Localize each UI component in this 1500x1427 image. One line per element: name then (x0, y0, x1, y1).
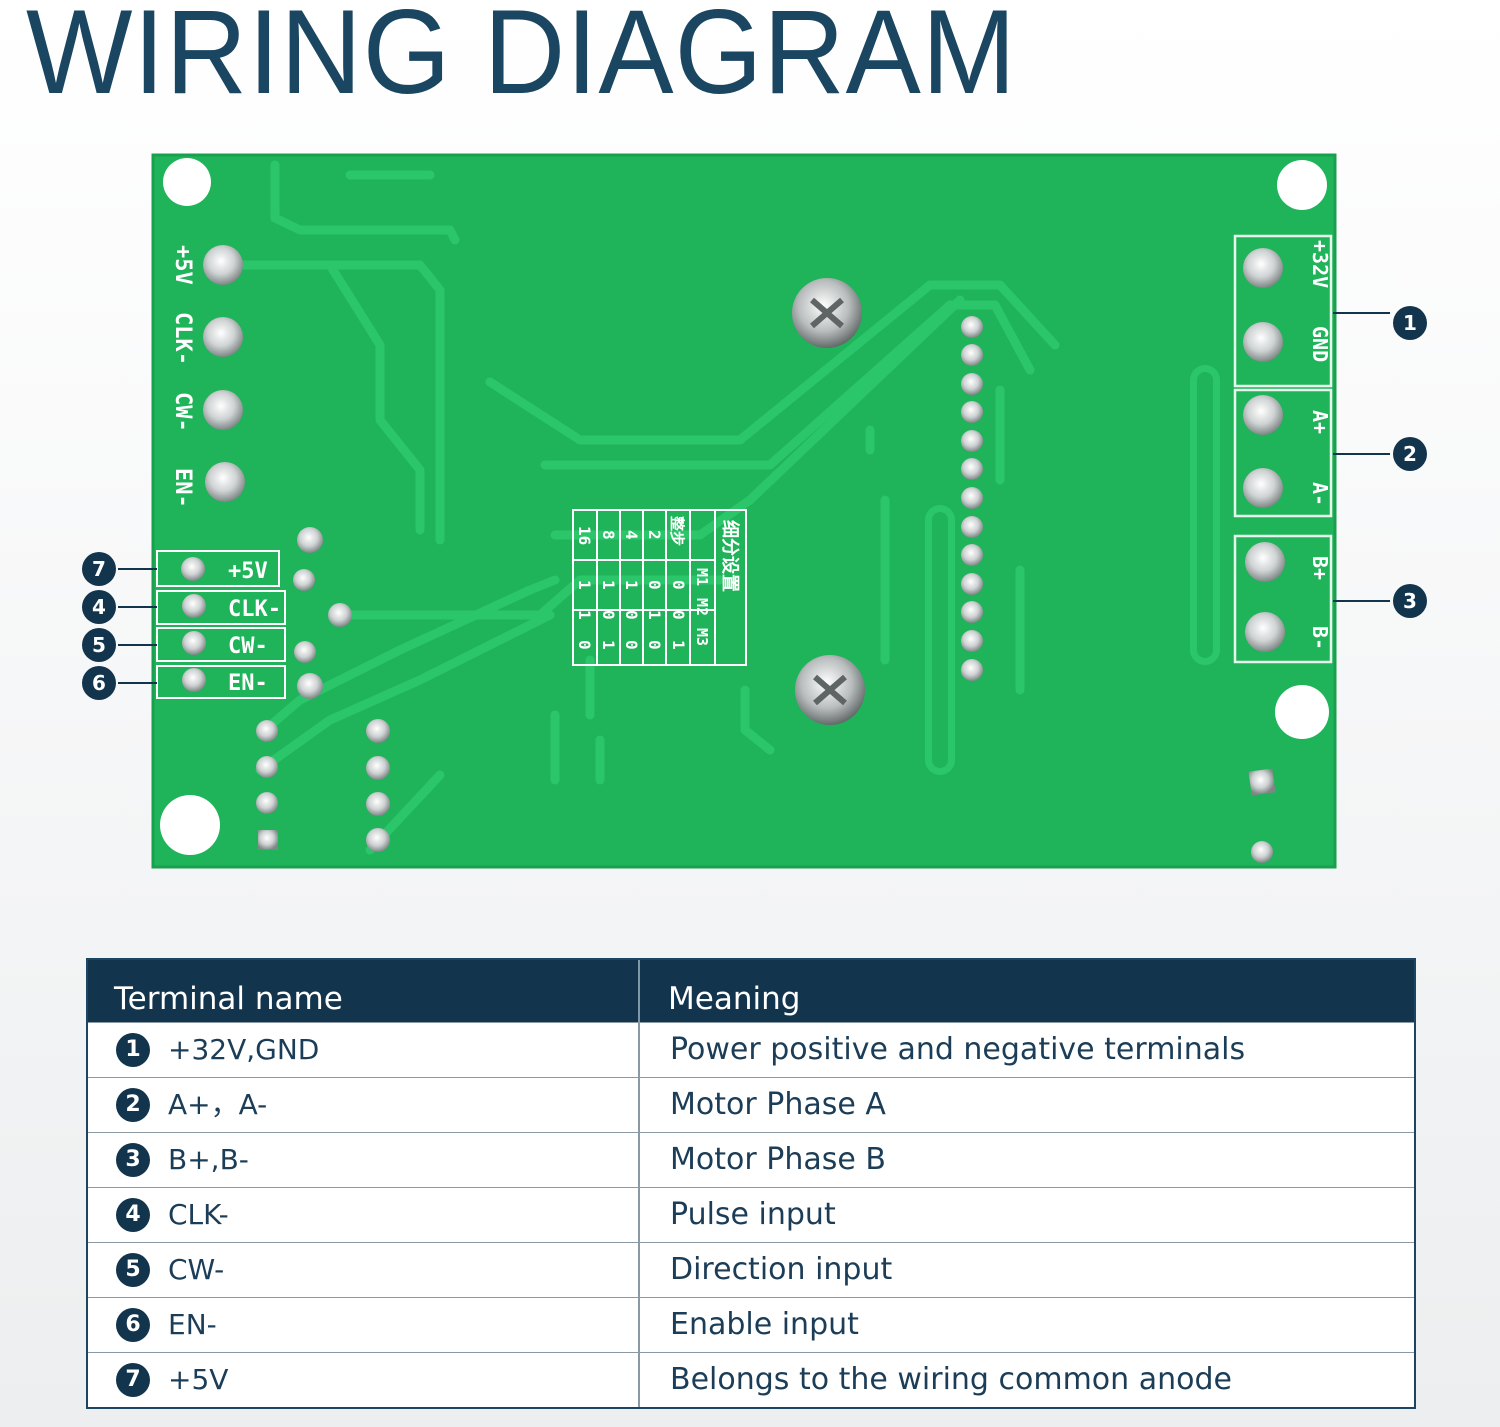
pcb-label-left-2: CW- (170, 392, 195, 432)
svg-text:1: 1 (1403, 311, 1417, 335)
pcb-label-right-1: GND (1308, 326, 1332, 362)
pcb-label-right-3: A- (1308, 482, 1332, 506)
socket-label-2: CW- (228, 634, 268, 659)
page-title: WIRING DIAGRAM (26, 0, 1017, 119)
svg-text:0: 0 (622, 640, 641, 650)
terminal-name: B+,B- (168, 1143, 249, 1176)
svg-text:1: 1 (669, 640, 688, 650)
socket-label-0: +5V (228, 559, 268, 584)
silk-header: M3 (693, 628, 711, 646)
svg-text:0: 0 (669, 610, 688, 620)
number-badge: 5 (116, 1253, 150, 1287)
number-badge: 4 (116, 1198, 150, 1232)
terminal-meaning: Enable input (670, 1307, 859, 1342)
callout-2: 2 (1333, 437, 1427, 471)
svg-text:6: 6 (92, 671, 106, 695)
socket-label-3: EN- (228, 671, 268, 696)
terminal-name: CW- (168, 1253, 225, 1286)
terminal-name: CLK- (168, 1198, 229, 1231)
header-pins (961, 316, 983, 681)
silk-title: 细分设置 (719, 520, 741, 592)
screw-icon (792, 278, 862, 348)
svg-text:0: 0 (645, 640, 664, 650)
socket-pads (181, 557, 206, 692)
svg-text:7: 7 (92, 557, 106, 581)
table-row: 4 CLK- Pulse input (88, 1187, 1414, 1242)
svg-text:0: 0 (599, 610, 618, 620)
terminal-name: EN- (168, 1308, 217, 1341)
terminal-meaning: Belongs to the wiring common anode (670, 1362, 1232, 1397)
svg-text:5: 5 (92, 633, 106, 657)
mounting-holes (160, 158, 1329, 855)
svg-text:0: 0 (645, 580, 664, 590)
silk-header: M2 (693, 598, 711, 616)
svg-text:2: 2 (1403, 442, 1417, 466)
svg-text:1: 1 (645, 610, 664, 620)
table-row: 2 A+，A- Motor Phase A (88, 1077, 1414, 1132)
table-row: 6 EN- Enable input (88, 1297, 1414, 1352)
pcb-traces (225, 160, 1060, 855)
silk-step-label: 整步 (668, 516, 686, 546)
pcb-label-right-5: B- (1308, 626, 1332, 650)
svg-text:4: 4 (92, 595, 106, 619)
svg-text:4: 4 (622, 530, 641, 540)
svg-text:2: 2 (645, 530, 664, 540)
pcb-label-left-0: +5V (170, 245, 195, 285)
terminal-name: A+，A- (168, 1088, 268, 1121)
svg-text:8: 8 (599, 530, 618, 540)
pcb-label-left-3: EN- (170, 468, 195, 508)
svg-text:1: 1 (599, 580, 618, 590)
table-row: 3 B+,B- Motor Phase B (88, 1132, 1414, 1187)
table-row: 5 CW- Direction input (88, 1242, 1414, 1297)
svg-text:16: 16 (575, 526, 594, 545)
number-badge: 2 (116, 1088, 150, 1122)
screw-icon (795, 655, 865, 725)
callout-6: 6 (82, 666, 157, 700)
svg-text:0: 0 (669, 580, 688, 590)
table-row: 7 +5V Belongs to the wiring common anode (88, 1352, 1414, 1407)
number-badge: 1 (116, 1033, 150, 1067)
pcb-label-right-2: A+ (1308, 410, 1332, 434)
table-header: Terminal name Meaning (88, 960, 1414, 1022)
svg-text:3: 3 (1403, 589, 1417, 613)
callout-1: 1 (1333, 306, 1427, 340)
number-badge: 7 (116, 1363, 150, 1397)
terminal-name: +32V,GND (168, 1033, 320, 1066)
pcb-label-right-0: +32V (1308, 240, 1332, 288)
pcb-label-right-4: B+ (1308, 556, 1332, 580)
socket-label-1: CLK- (228, 597, 281, 622)
header-meaning: Meaning (668, 981, 801, 1017)
right-terminal-pads (1243, 248, 1285, 652)
svg-text:1: 1 (622, 580, 641, 590)
terminal-table: Terminal name Meaning 1 +32V,GND Power po… (86, 958, 1416, 1409)
callout-5: 5 (82, 628, 157, 662)
number-badge: 3 (116, 1143, 150, 1177)
header-terminal-name: Terminal name (88, 960, 640, 1022)
number-badge: 6 (116, 1308, 150, 1342)
svg-text:1: 1 (599, 640, 618, 650)
pcb-label-left-1: CLK- (170, 312, 195, 365)
svg-text:0: 0 (622, 610, 641, 620)
left-terminal-pads (203, 245, 245, 502)
terminal-meaning: Power positive and negative terminals (670, 1032, 1246, 1067)
terminal-meaning: Direction input (670, 1252, 893, 1287)
terminal-meaning: Motor Phase A (670, 1087, 886, 1122)
svg-text:0: 0 (575, 640, 594, 650)
svg-text:1: 1 (575, 610, 594, 620)
callout-7: 7 (82, 552, 157, 586)
terminal-meaning: Motor Phase B (670, 1142, 886, 1177)
silkscreen-step-table (572, 509, 747, 666)
callout-4: 4 (82, 590, 157, 624)
terminal-meaning: Pulse input (670, 1197, 836, 1232)
wiring-diagram: +5V CLK- CW- EN- +32V GND A+ A- B+ B- (82, 153, 1427, 869)
terminal-name: +5V (168, 1363, 229, 1396)
callout-3: 3 (1333, 584, 1427, 618)
table-row: 1 +32V,GND Power positive and negative te… (88, 1022, 1414, 1077)
silk-header: M1 (693, 568, 711, 586)
svg-text:1: 1 (575, 580, 594, 590)
